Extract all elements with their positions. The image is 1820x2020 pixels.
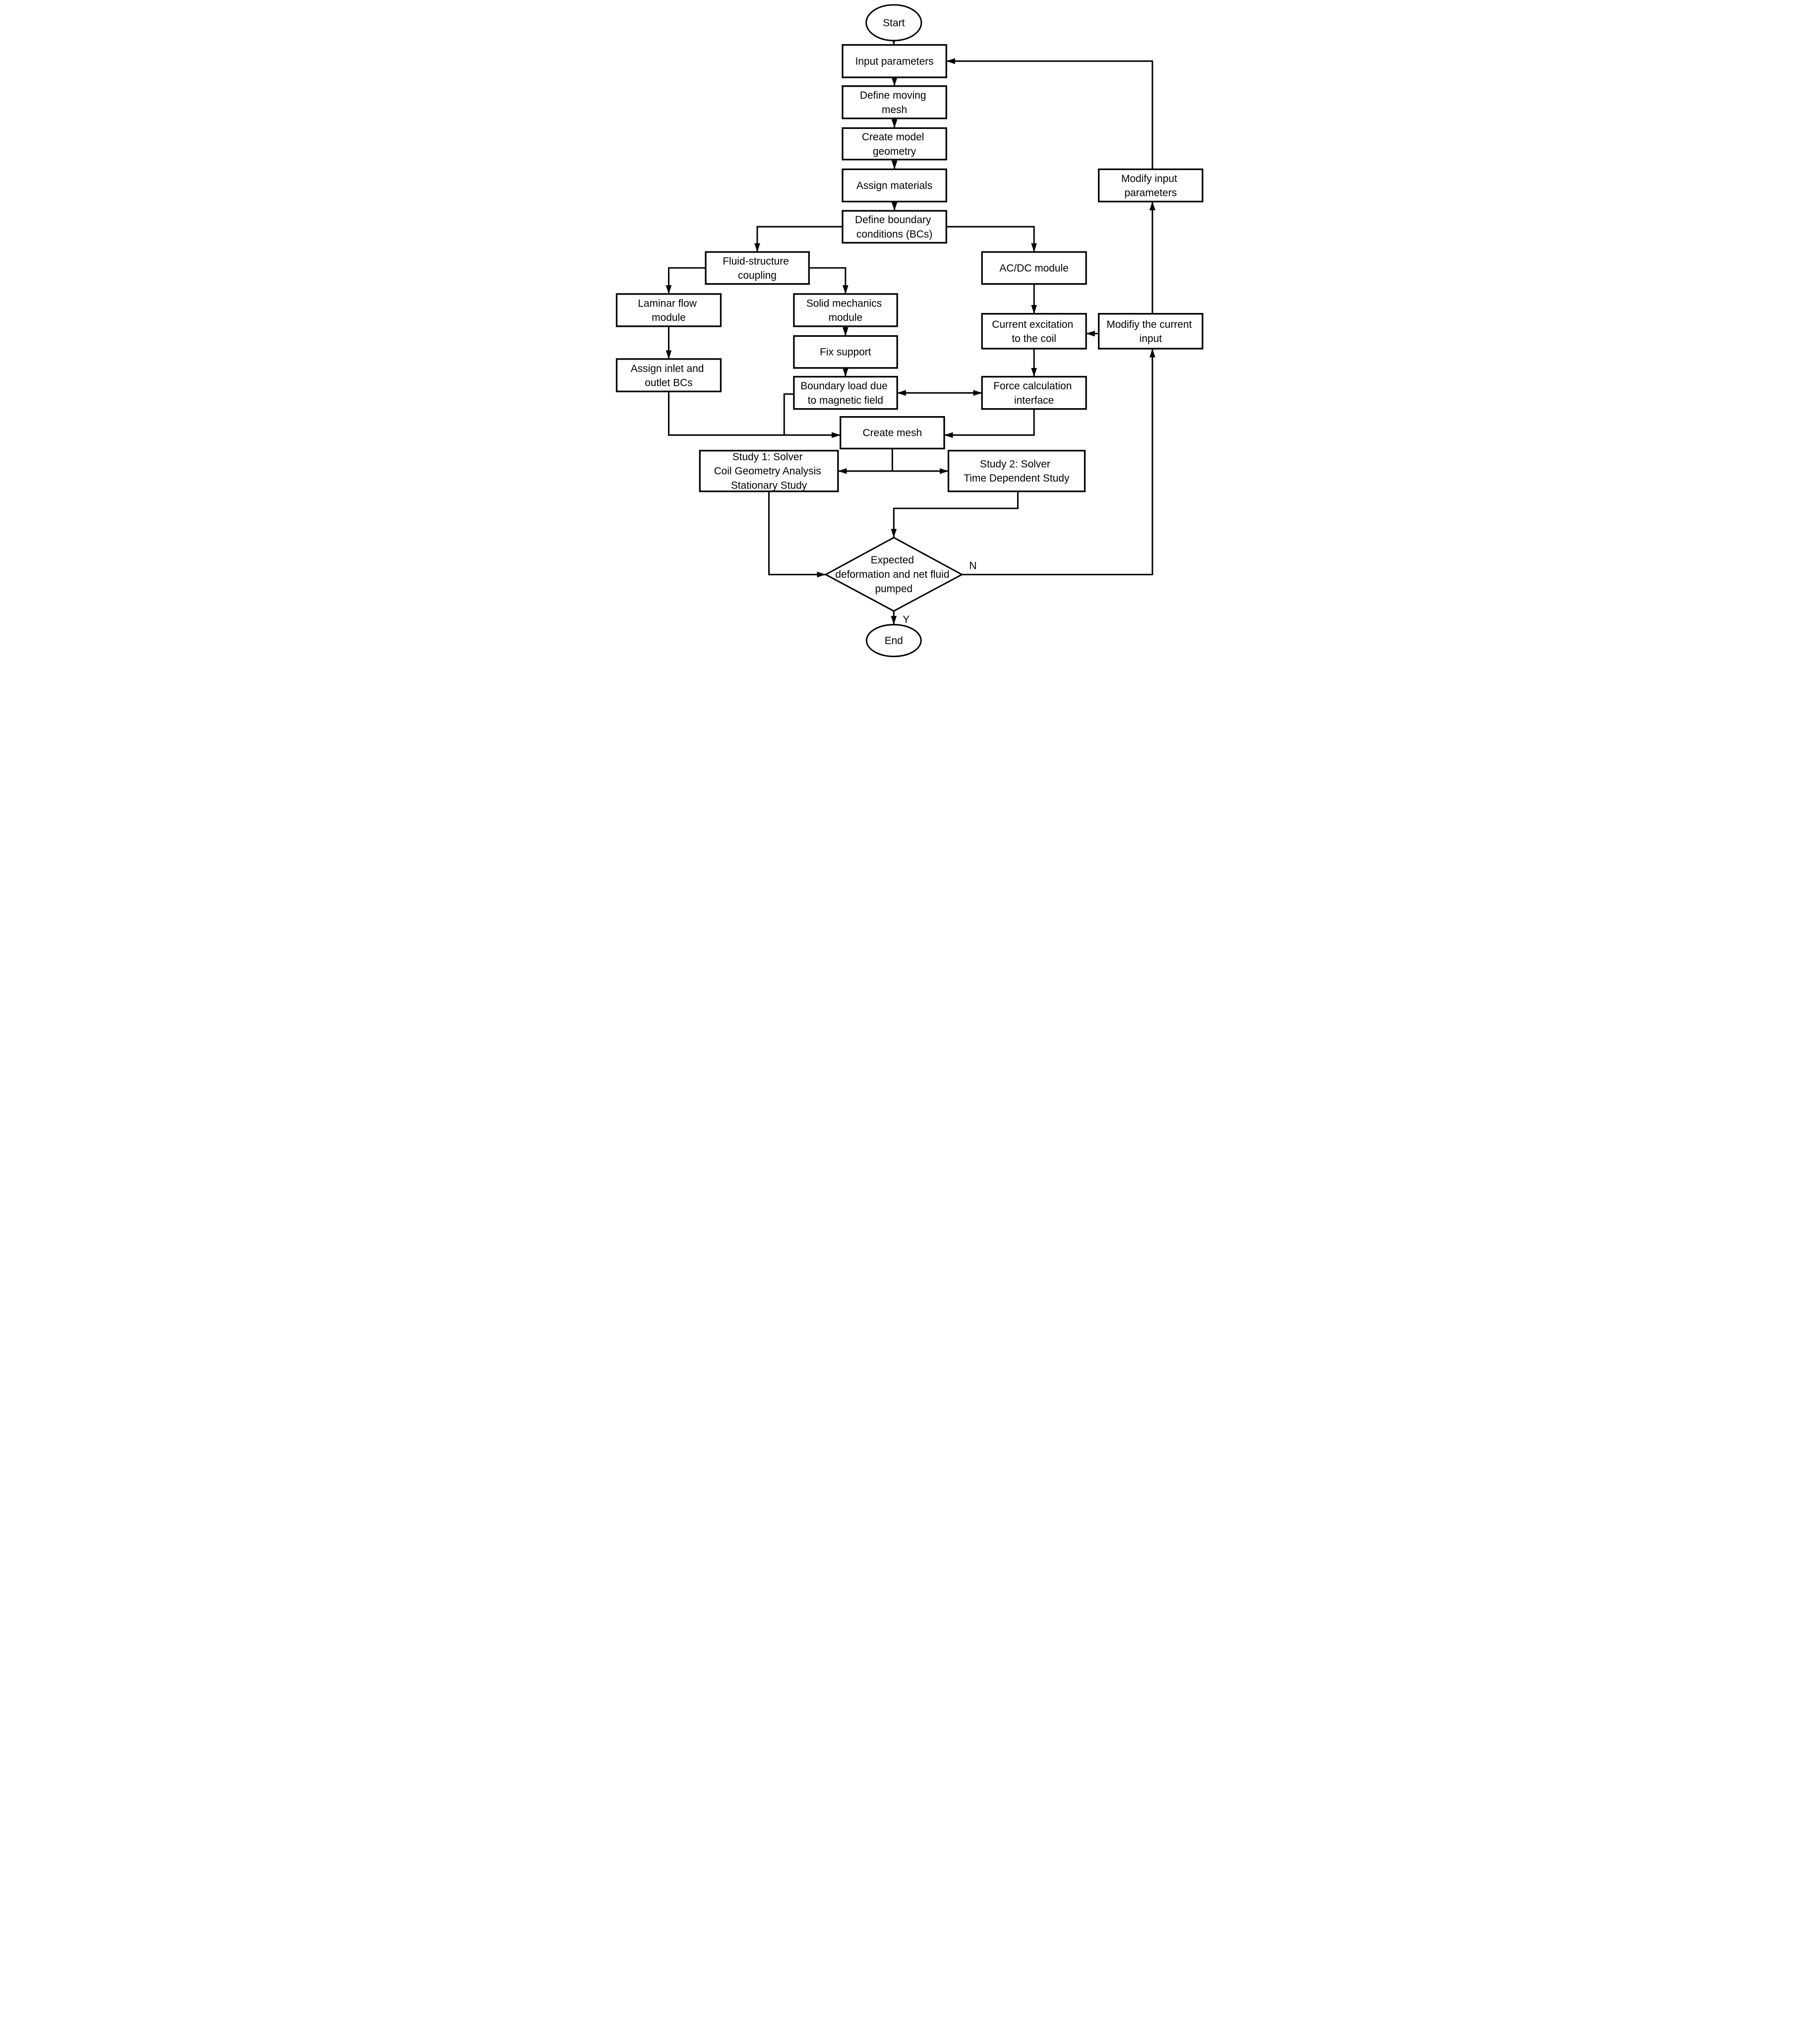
node-define-moving-mesh: Define moving mesh	[842, 85, 947, 120]
flowchart-page: N Y Start Input parameters Define moving…	[0, 0, 1820, 661]
create-model-geometry-label: Create model geometry	[862, 131, 927, 157]
edge-study2-to-decision	[891, 491, 1019, 538]
edge-boundary-load-join-to-create-mesh-line	[783, 393, 794, 435]
fix-support-box	[793, 335, 898, 369]
node-start: Start	[865, 4, 922, 42]
assign-materials-label: Assign materials	[856, 180, 932, 191]
input-parameters-box	[842, 44, 947, 78]
node-solid-mechanics-module: Solid mechanics module	[793, 293, 898, 327]
study2-label: Study 2: Solver Time Dependent Study	[964, 458, 1070, 484]
end-label: End	[885, 635, 903, 647]
current-excitation-box	[981, 313, 1087, 350]
node-assign-materials: Assign materials	[842, 168, 947, 203]
acdc-module-label: AC/DC module	[999, 262, 1068, 274]
start-terminator-shape	[865, 4, 922, 42]
edge-boundary-conditions-to-fluid-structure-coupling	[754, 226, 843, 252]
laminar-flow-module-label: Laminar flow module	[638, 298, 699, 323]
assign-inlet-outlet-label: Assign inlet and outlet BCs	[631, 363, 707, 389]
flowchart-canvas: N Y Start Input parameters Define moving…	[612, 0, 1208, 661]
end-terminator-shape	[865, 624, 922, 658]
node-acdc-module: AC/DC module	[981, 251, 1087, 285]
node-fluid-structure-coupling: Fluid-structure coupling	[705, 251, 810, 285]
define-boundary-conditions-box	[842, 210, 947, 244]
node-study2: Study 2: Solver Time Dependent Study	[947, 450, 1086, 492]
node-end: End	[865, 624, 922, 658]
node-create-mesh: Create mesh	[840, 416, 945, 450]
solid-mechanics-module-box	[793, 293, 898, 327]
force-calculation-label: Force calculation interface	[993, 380, 1075, 406]
decision-diamond-shape	[824, 537, 964, 612]
node-modify-current-input: Modifiy the current input	[1097, 313, 1204, 350]
decision-label: Expected deformation and net fluid pumpe…	[835, 554, 952, 595]
node-fix-support: Fix support	[793, 335, 898, 369]
boundary-load-box	[793, 375, 898, 410]
node-study1: Study 1: Solver Coil Geometry Analysis S…	[699, 450, 839, 492]
node-modify-input-parameters: Modify input parameters	[1097, 168, 1204, 203]
laminar-flow-module-box	[615, 293, 722, 327]
define-moving-mesh-box	[842, 85, 947, 120]
create-mesh-box	[840, 416, 945, 450]
edge-boundary-conditions-to-acdc-module	[946, 226, 1037, 252]
decision-yes-label: Y	[903, 614, 910, 625]
boundary-load-label: Boundary load due to magnetic field	[800, 380, 890, 406]
edge-force-calculation-to-create-mesh	[944, 409, 1035, 438]
decision-no-label: N	[969, 560, 976, 572]
create-model-geometry-box	[842, 127, 947, 161]
input-parameters-label: Input parameters	[855, 56, 934, 67]
node-current-excitation: Current excitation to the coil	[981, 313, 1087, 350]
node-force-calculation: Force calculation interface	[981, 375, 1087, 410]
create-mesh-label: Create mesh	[863, 428, 922, 439]
study1-box	[699, 450, 839, 492]
edge-study1-to-decision	[768, 491, 826, 578]
node-decision: Expected deformation and net fluid pumpe…	[824, 537, 964, 612]
modify-input-parameters-label: Modify input parameters	[1121, 173, 1180, 199]
fluid-structure-coupling-label: Fluid-structure coupling	[723, 255, 791, 281]
node-assign-inlet-outlet: Assign inlet and outlet BCs	[615, 358, 722, 392]
fluid-structure-coupling-box	[705, 251, 810, 285]
edge-fluid-structure-coupling-to-solid-mechanics	[809, 267, 849, 294]
assign-materials-box	[842, 168, 947, 203]
edge-fluid-structure-coupling-to-laminar-flow	[666, 267, 706, 294]
node-create-model-geometry: Create model geometry	[842, 127, 947, 161]
study1-label: Study 1: Solver Coil Geometry Analysis S…	[714, 451, 824, 491]
solid-mechanics-module-label: Solid mechanics module	[806, 298, 885, 323]
node-define-boundary-conditions: Define boundary conditions (BCs)	[842, 210, 947, 244]
force-calculation-box	[981, 375, 1087, 410]
modify-current-input-label: Modifiy the current input	[1106, 319, 1195, 345]
connectors	[666, 36, 1155, 625]
edge-decision-n-to-modify-current-input	[962, 348, 1155, 575]
node-laminar-flow-module: Laminar flow module	[615, 293, 722, 327]
define-boundary-conditions-label: Define boundary conditions (BCs)	[855, 214, 934, 240]
modify-input-parameters-box	[1097, 168, 1204, 203]
node-boundary-load: Boundary load due to magnetic field	[793, 375, 898, 410]
acdc-module-box	[981, 251, 1087, 285]
study2-box	[947, 450, 1086, 492]
define-moving-mesh-label: Define moving mesh	[860, 90, 929, 116]
modify-current-input-box	[1097, 313, 1204, 350]
fix-support-label: Fix support	[820, 347, 871, 358]
edge-assign-inlet-outlet-to-create-mesh	[667, 391, 841, 438]
start-label: Start	[883, 17, 905, 29]
node-input-parameters: Input parameters	[842, 44, 947, 78]
current-excitation-label: Current excitation to the coil	[992, 319, 1076, 345]
edge-modify-input-parameters-to-input-parameters	[946, 58, 1153, 170]
assign-inlet-outlet-box	[615, 358, 722, 392]
